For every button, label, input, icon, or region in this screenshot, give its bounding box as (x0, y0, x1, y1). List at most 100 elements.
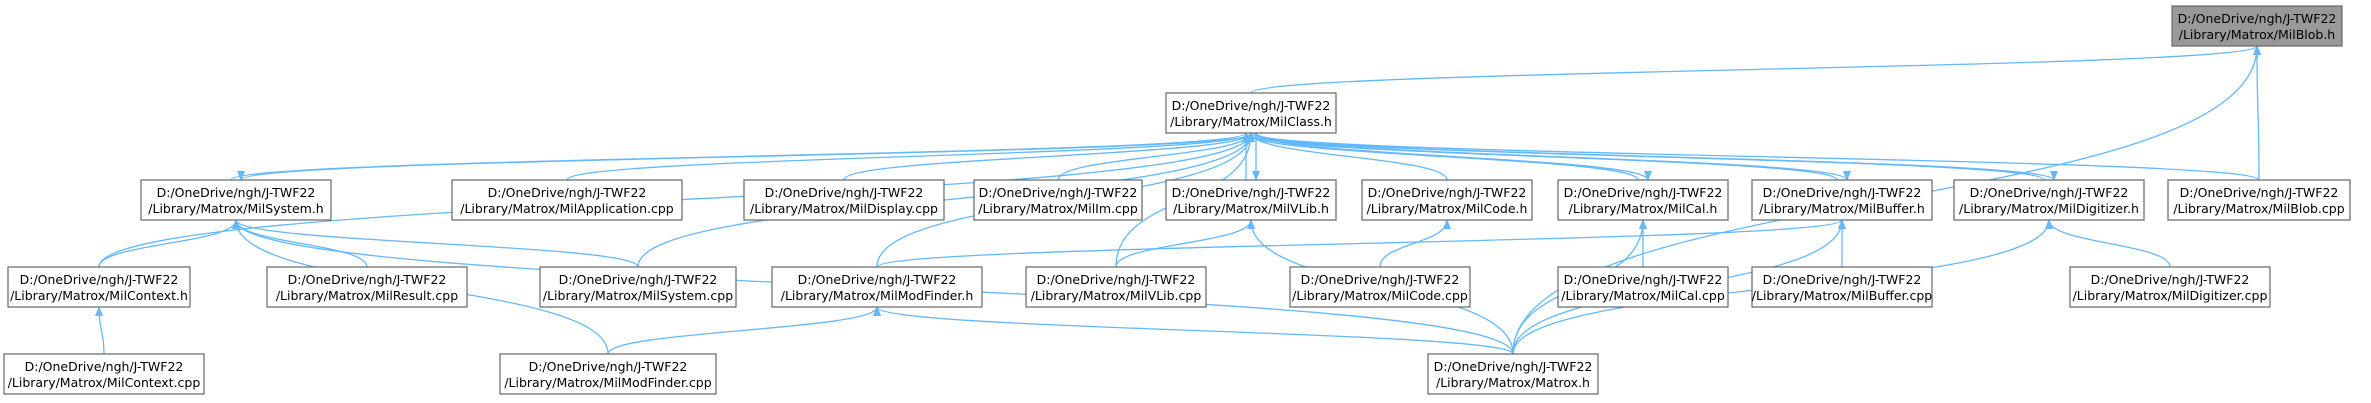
node-box (451, 179, 683, 221)
node-label-line1: D:/OneDrive/ngh/J-TWF22 (2091, 272, 2250, 287)
node-label-line2: /Library/Matrox/MilModFinder.cpp (504, 375, 711, 390)
node-mildigitizer-cpp[interactable]: D:/OneDrive/ngh/J-TWF22/Library/Matrox/M… (2069, 266, 2271, 308)
edge-milclass_h-to-milblob_h (1250, 45, 2261, 94)
edge-milclass_h-to-milsystem_h (237, 132, 1257, 181)
node-mildigitizer-h[interactable]: D:/OneDrive/ngh/J-TWF22/Library/Matrox/M… (1953, 179, 2145, 221)
node-label-line2: /Library/Matrox/MilIm.cpp (978, 201, 1138, 216)
node-label-line2: /Library/Matrox/MilCode.cpp (1292, 288, 1468, 303)
node-milapplication-cpp[interactable]: D:/OneDrive/ngh/J-TWF22/Library/Matrox/M… (451, 179, 683, 221)
node-mildisplay-cpp[interactable]: D:/OneDrive/ngh/J-TWF22/Library/Matrox/M… (743, 179, 945, 221)
node-box (1025, 266, 1207, 308)
node-label-line1: D:/OneDrive/ngh/J-TWF22 (20, 272, 179, 287)
node-box (1751, 179, 1933, 221)
node-label-line2: /Library/Matrox/MilBuffer.cpp (1752, 288, 1933, 303)
node-box (539, 266, 737, 308)
node-label-line1: D:/OneDrive/ngh/J-TWF22 (488, 185, 647, 200)
node-label-line1: D:/OneDrive/ngh/J-TWF22 (2178, 11, 2337, 26)
node-label-line1: D:/OneDrive/ngh/J-TWF22 (1763, 272, 1922, 287)
edge-milcode_cpp-to-milcode_h (1379, 219, 1451, 268)
node-label-line1: D:/OneDrive/ngh/J-TWF22 (1434, 359, 1593, 374)
node-box (1165, 92, 1337, 134)
node-label-line2: /Library/Matrox/MilBlob.cpp (2173, 201, 2344, 216)
node-label-line2: /Library/Matrox/MilCal.h (1569, 201, 1718, 216)
node-box (1557, 179, 1729, 221)
node-milcal-cpp[interactable]: D:/OneDrive/ngh/J-TWF22/Library/Matrox/M… (1557, 266, 1729, 308)
node-milsystem-cpp[interactable]: D:/OneDrive/ngh/J-TWF22/Library/Matrox/M… (539, 266, 737, 308)
node-box (2171, 5, 2343, 47)
node-label-line1: D:/OneDrive/ngh/J-TWF22 (25, 359, 184, 374)
node-matrox-h[interactable]: D:/OneDrive/ngh/J-TWF22/Library/Matrox/M… (1427, 353, 1599, 395)
edge-milcode_h-to-milclass_h (1247, 132, 1448, 181)
edge-mildisplay_cpp-to-milclass_h (843, 132, 1255, 181)
node-label-line2: /Library/Matrox/MilCode.h (1367, 201, 1528, 216)
node-box (973, 179, 1143, 221)
node-label-line1: D:/OneDrive/ngh/J-TWF22 (559, 272, 718, 287)
node-label-line2: /Library/Matrox/MilClass.h (1170, 114, 1332, 129)
node-milvlib-cpp[interactable]: D:/OneDrive/ngh/J-TWF22/Library/Matrox/M… (1025, 266, 1207, 308)
node-label-line2: /Library/Matrox/MilDisplay.cpp (750, 201, 938, 216)
node-label-line1: D:/OneDrive/ngh/J-TWF22 (1564, 272, 1723, 287)
node-milcode-cpp[interactable]: D:/OneDrive/ngh/J-TWF22/Library/Matrox/M… (1289, 266, 1471, 308)
edge-milclass_h-to-milcal_h (1255, 132, 1652, 181)
node-box (266, 266, 468, 308)
node-milvlib-h[interactable]: D:/OneDrive/ngh/J-TWF22/Library/Matrox/M… (1165, 179, 1337, 221)
node-label-line1: D:/OneDrive/ngh/J-TWF22 (1763, 185, 1922, 200)
node-milcode-h[interactable]: D:/OneDrive/ngh/J-TWF22/Library/Matrox/M… (1361, 179, 1533, 221)
node-box (1557, 266, 1729, 308)
node-box (140, 179, 332, 221)
node-label-line2: /Library/Matrox/MilModFinder.h (781, 288, 974, 303)
node-label-line1: D:/OneDrive/ngh/J-TWF22 (765, 185, 924, 200)
node-label-line2: /Library/Matrox/MilSystem.cpp (543, 288, 733, 303)
file-nodes: D:/OneDrive/ngh/J-TWF22/Library/Matrox/M… (3, 5, 2351, 395)
node-label-line1: D:/OneDrive/ngh/J-TWF22 (1368, 185, 1527, 200)
node-milbuffer-h[interactable]: D:/OneDrive/ngh/J-TWF22/Library/Matrox/M… (1751, 179, 1933, 221)
node-label-line1: D:/OneDrive/ngh/J-TWF22 (288, 272, 447, 287)
edge-milclass_h-to-mildigitizer_h (1255, 132, 2058, 181)
dependency-edges (95, 45, 2262, 355)
node-label-line1: D:/OneDrive/ngh/J-TWF22 (1172, 185, 1331, 200)
edge-milmodfinder_h-to-milbuffer_h (876, 219, 1846, 268)
node-milblob-h[interactable]: D:/OneDrive/ngh/J-TWF22/Library/Matrox/M… (2171, 5, 2343, 47)
node-box (1289, 266, 1471, 308)
edge-milvlib_cpp-to-milvlib_h (1115, 219, 1255, 268)
edge-milmodfinder_cpp-to-milmodfinder_h (607, 306, 881, 355)
edge-milsystem_cpp-to-milsystem_h (232, 219, 639, 268)
edge-milapplication_cpp-to-milclass_h (566, 132, 1255, 181)
node-milbuffer-cpp[interactable]: D:/OneDrive/ngh/J-TWF22/Library/Matrox/M… (1751, 266, 1933, 308)
node-label-line2: /Library/Matrox/Matrox.h (1436, 375, 1590, 390)
node-box (3, 353, 205, 395)
node-label-line2: /Library/Matrox/MilResult.cpp (276, 288, 458, 303)
node-milmodfinder-cpp[interactable]: D:/OneDrive/ngh/J-TWF22/Library/Matrox/M… (499, 353, 717, 395)
node-box (1361, 179, 1533, 221)
node-label-line2: /Library/Matrox/MilApplication.cpp (460, 201, 674, 216)
node-milim-cpp[interactable]: D:/OneDrive/ngh/J-TWF22/Library/Matrox/M… (973, 179, 1143, 221)
node-label-line1: D:/OneDrive/ngh/J-TWF22 (529, 359, 688, 374)
node-box (771, 266, 983, 308)
node-milblob-cpp[interactable]: D:/OneDrive/ngh/J-TWF22/Library/Matrox/M… (2167, 179, 2351, 221)
node-milcontext-cpp[interactable]: D:/OneDrive/ngh/J-TWF22/Library/Matrox/M… (3, 353, 205, 395)
node-box (1953, 179, 2145, 221)
node-label-line2: /Library/Matrox/MilContext.cpp (8, 375, 201, 390)
edge-mildigitizer_cpp-to-mildigitizer_h (2045, 219, 2171, 268)
edge-milblob_cpp-to-milblob_h (2253, 45, 2262, 181)
node-milclass-h[interactable]: D:/OneDrive/ngh/J-TWF22/Library/Matrox/M… (1165, 92, 1337, 134)
node-label-line1: D:/OneDrive/ngh/J-TWF22 (979, 185, 1138, 200)
node-label-line2: /Library/Matrox/MilContext.h (10, 288, 188, 303)
node-milmodfinder-h[interactable]: D:/OneDrive/ngh/J-TWF22/Library/Matrox/M… (771, 266, 983, 308)
node-label-line1: D:/OneDrive/ngh/J-TWF22 (1037, 272, 1196, 287)
node-label-line1: D:/OneDrive/ngh/J-TWF22 (2180, 185, 2339, 200)
node-label-line2: /Library/Matrox/MilCal.cpp (1561, 288, 1725, 303)
node-label-line1: D:/OneDrive/ngh/J-TWF22 (1970, 185, 2129, 200)
edge-milblob_cpp-to-milclass_h (1247, 132, 2260, 181)
edge-matrox_h-to-milmodfinder_h (873, 306, 1514, 355)
node-box (743, 179, 945, 221)
node-milsystem-h[interactable]: D:/OneDrive/ngh/J-TWF22/Library/Matrox/M… (140, 179, 332, 221)
node-milcal-h[interactable]: D:/OneDrive/ngh/J-TWF22/Library/Matrox/M… (1557, 179, 1729, 221)
node-box (1165, 179, 1337, 221)
node-milresult-cpp[interactable]: D:/OneDrive/ngh/J-TWF22/Library/Matrox/M… (266, 266, 468, 308)
edge-milcontext_h-to-milsystem_h (98, 219, 240, 268)
node-label-line1: D:/OneDrive/ngh/J-TWF22 (157, 185, 316, 200)
node-label-line2: /Library/Matrox/MilVLib.cpp (1031, 288, 1202, 303)
node-milcontext-h[interactable]: D:/OneDrive/ngh/J-TWF22/Library/Matrox/M… (7, 266, 191, 308)
